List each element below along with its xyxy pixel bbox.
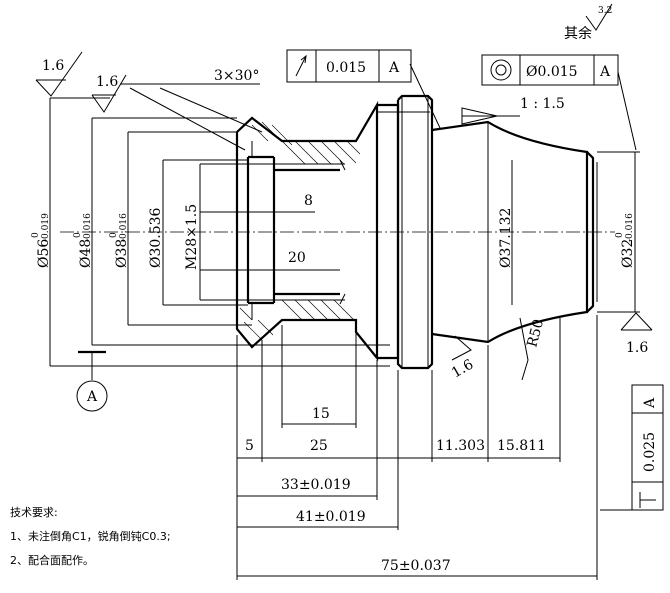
- part-outline: [235, 94, 598, 370]
- fcf-right: Ø0.015 A: [481, 54, 619, 86]
- leaders: 3×30° 1 : 1.5 R50: [120, 63, 637, 381]
- notes-item-2: 2、配合面配作。: [10, 553, 94, 567]
- dim-d38: Ø38: [114, 239, 130, 268]
- notes-item-1: 1、未注倒角C1，锐角倒钝C0.3;: [10, 529, 171, 543]
- circular-runout-icon: [295, 55, 307, 77]
- dim-15: 15: [312, 406, 330, 422]
- diameter-dimensions-left: Ø56 0 -0.019 Ø48 0 -0.016 Ø38 0 -0.016 Ø…: [31, 97, 390, 367]
- roughness-left: 1.6: [96, 74, 118, 90]
- dim-d48-upper: 0: [73, 232, 83, 238]
- radius-label: R50: [524, 318, 547, 350]
- dim-33: 33±0.019: [281, 477, 351, 493]
- roughness-bottom: 1.6: [449, 356, 476, 381]
- datum-symbol: A: [76, 350, 108, 412]
- roughness-general: 1.6: [42, 58, 64, 74]
- dim-d37: Ø37.132: [498, 208, 514, 268]
- thread-depth-dimensions: 8 20: [200, 193, 340, 271]
- fcf-right-tolerance: Ø0.015: [526, 64, 578, 80]
- section-hatching: [239, 121, 361, 341]
- fcf-side-datum: A: [642, 397, 658, 409]
- dim-d56-lower: -0.019: [41, 213, 51, 242]
- dim-20: 20: [288, 250, 306, 266]
- length-dimensions: 15 5 25 11.303 15.811 33±0.019 41±0.019 …: [236, 315, 598, 580]
- notes-title: 技术要求:: [10, 506, 58, 519]
- fcf-top: 0.015 A: [286, 49, 412, 83]
- technical-notes: 技术要求: 1、未注倒角C1，锐角倒钝C0.3; 2、配合面配作。: [10, 506, 171, 567]
- roughness-right: 1.6: [626, 340, 648, 356]
- datum-label: A: [86, 389, 98, 405]
- taper-note: 1 : 1.5: [520, 96, 565, 112]
- dim-41: 41±0.019: [296, 509, 366, 525]
- roughness-symbols: 1.6 1.6 1.6 1.6 3.2 其余: [35, 3, 653, 381]
- dim-d38-upper: 0: [109, 232, 119, 238]
- fcf-side: 0.025 A: [600, 384, 664, 511]
- dim-d30: Ø30.536: [148, 207, 164, 268]
- dim-d32: Ø32: [620, 239, 636, 268]
- dim-thread: M28×1.5: [184, 204, 200, 270]
- dim-d48-lower: -0.016: [83, 213, 93, 242]
- roughness-other-label: 其余: [564, 25, 592, 42]
- dim-25: 25: [310, 438, 328, 454]
- dim-d56-upper: 0: [31, 232, 41, 238]
- fcf-side-tolerance: 0.025: [642, 432, 658, 472]
- roughness-other-value: 3.2: [598, 6, 612, 16]
- fcf-top-tolerance: 0.015: [326, 60, 366, 76]
- dim-75: 75±0.037: [381, 558, 451, 574]
- dim-15b: 15.811: [497, 438, 546, 454]
- dim-d56: Ø56: [36, 239, 52, 268]
- dim-11: 11.303: [436, 438, 485, 454]
- dim-8: 8: [304, 193, 313, 209]
- dim-d32-upper: 0: [615, 232, 625, 238]
- dim-5: 5: [245, 438, 254, 454]
- dim-d38-lower: -0.016: [119, 213, 129, 242]
- fcf-right-datum: A: [599, 64, 611, 80]
- coaxiality-icon: [490, 59, 512, 81]
- dim-d32-lower: -0.016: [625, 213, 635, 242]
- diameter-dimensions-right: Ø37.132 Ø32 0 -0.016: [498, 151, 640, 313]
- fcf-top-datum: A: [388, 60, 400, 76]
- chamfer-note: 3×30°: [214, 68, 259, 84]
- dim-d48: Ø48: [78, 239, 94, 268]
